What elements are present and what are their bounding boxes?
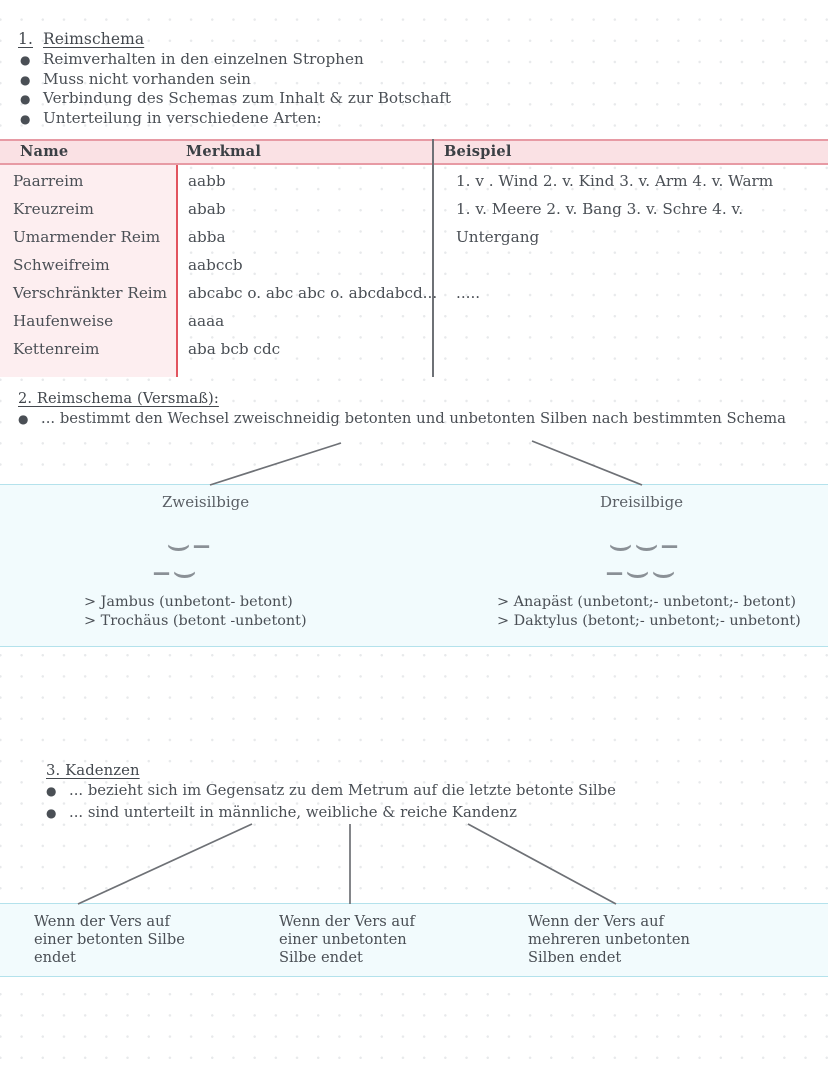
table-cell-merkmal: abab [188,200,226,218]
metre-symbols-zweisilbige: ⌣– –⌣ [152,522,213,590]
table-cell-merkmal: abba [188,228,226,246]
bullet-text: Muss nicht vorhanden sein [43,69,251,88]
bullet-dot-icon: ● [18,412,29,426]
table-cell-beispiel: Untergang [456,228,540,246]
table-cell-merkmal: aabccb [188,256,243,274]
table-cell-merkmal: aaaa [188,312,225,330]
section-1-title: Reimschema [43,30,145,48]
metre-note-daktylus: > Daktylus (betont;- unbetont;- unbetont… [497,613,801,629]
bullet-item: ● Unterteilung in verschiedene Arten: [20,109,808,129]
bullet-dot-icon: ● [20,111,31,126]
table-cell-beispiel: 1. v . Wind 2. v. Kind 3. v. Arm 4. v. W… [456,172,774,190]
table-cell-name: Schweifreim [13,256,110,274]
section-kadenzen: 3. Kadenzen ● ... bezieht sich im Gegens… [46,762,826,822]
table-cell-name: Verschränkter Reim [13,284,168,302]
bullet-dot-icon: ● [20,72,31,87]
metre-symbol-row-bottom: –⌣⌣ [605,549,678,593]
section-3-heading: 3. Kadenzen [46,762,140,779]
metre-note-jambus: > Jambus (unbetont- betont) [84,594,293,610]
bullet-text: Verbindung des Schemas zum Inhalt & zur … [43,89,452,108]
bullet-text: Unterteilung in verschiedene Arten: [43,108,322,127]
cadence-box-reich: Wenn der Vers auf mehreren unbetonten Si… [528,913,690,966]
section-2-heading: 2. Reimschema (Versmaß): [18,390,219,407]
cadence-definitions-band: Wenn der Vers auf einer betonten Silbe e… [0,903,828,977]
rhyme-scheme-table: Name Merkmal Beispiel Paarreim Kreuzreim… [0,139,828,377]
metre-symbols-dreisilbige: ⌣⌣– –⌣⌣ [605,522,681,593]
bullet-text: Reimverhalten in den einzelnen Strophen [43,50,364,68]
section-reimschema: 1. Reimschema ● Reimverhalten in den ein… [18,30,808,128]
bullet-item: ● ... sind unterteilt in männliche, weib… [46,804,826,823]
cadence-connector-lines [77,823,617,905]
table-header-beispiel: Beispiel [444,143,512,160]
table-cell-name: Paarreim [13,172,84,190]
table-cell-beispiel: ..... [456,284,481,302]
table-header-row [0,139,828,165]
metre-note-trochaeus: > Trochäus (betont -unbetont) [84,613,307,629]
bullet-text: ... sind unterteilt in männliche, weibli… [69,803,517,821]
metre-symbol-row-top: ⌣– [166,522,213,566]
table-cell-name: Kettenreim [13,340,100,358]
bullet-item: ● Verbindung des Schemas zum Inhalt & zu… [20,89,808,109]
table-cell-name: Umarmender Reim [13,228,161,246]
bullet-item: ● Reimverhalten in den einzelnen Strophe… [20,50,808,70]
table-column-divider-2 [432,139,434,377]
bullet-item: ● Muss nicht vorhanden sein [20,70,808,90]
section-versmass: 2. Reimschema (Versmaß): ● ... bestimmt … [18,390,818,429]
metre-feet-band: Zweisilbige ⌣– –⌣ > Jambus (unbetont- be… [0,484,828,647]
table-header-merkmal: Merkmal [186,143,262,160]
bullet-dot-icon: ● [46,805,57,820]
bullet-dot-icon: ● [20,92,31,107]
metre-connector-lines [209,440,643,486]
metre-symbol-row-top: ⌣⌣– [608,522,681,566]
table-cell-beispiel: 1. v. Meere 2. v. Bang 3. v. Schre 4. v. [456,200,744,218]
table-cell-name: Kreuzreim [13,200,94,218]
section-1-bullets: ● Reimverhalten in den einzelnen Strophe… [18,50,808,128]
bullet-text: ... bezieht sich im Gegensatz zu dem Met… [69,782,616,799]
bullet-dot-icon: ● [46,784,57,798]
table-cell-merkmal: aba bcb cdc [188,340,281,358]
bullet-item: ● ... bestimmt den Wechsel zweischneidig… [18,410,818,429]
table-cell-merkmal: abcabc o. abc abc o. abcdabcd... [188,284,438,302]
metre-group-title-dreisilbige: Dreisilbige [600,493,684,511]
metre-group-title-zweisilbige: Zweisilbige [162,493,250,511]
metre-note-anapaest: > Anapäst (unbetont;- unbetont;- betont) [497,594,796,610]
cadence-box-weiblich: Wenn der Vers auf einer unbetonten Silbe… [279,913,415,966]
table-header-name: Name [20,143,69,160]
table-cell-name: Haufenweise [13,312,114,330]
cadence-box-maennlich: Wenn der Vers auf einer betonten Silbe e… [34,913,185,966]
bullet-dot-icon: ● [20,53,31,67]
section-1-number: 1. [18,30,33,48]
bullet-text: ... bestimmt den Wechsel zweischneidig b… [41,410,787,427]
section-1-heading: 1. Reimschema [18,30,808,48]
bullet-item: ● ... bezieht sich im Gegensatz zu dem M… [46,782,826,801]
table-cell-merkmal: aabb [188,172,226,190]
